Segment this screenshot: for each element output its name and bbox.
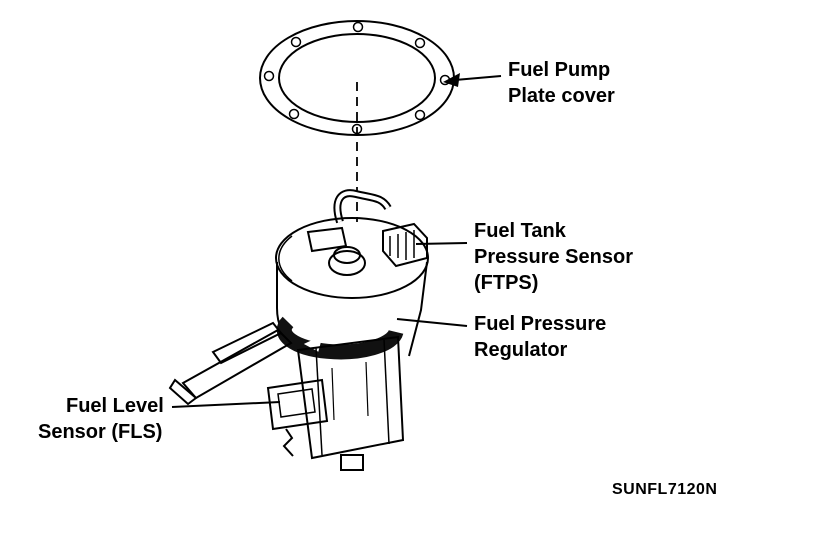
label-line: Regulator — [474, 339, 568, 361]
diagram-reference-code: SUNFL7120N — [612, 481, 718, 498]
leader-plate-cover — [454, 75, 502, 81]
pump-module-body — [276, 261, 428, 471]
label-line: Fuel Level — [66, 395, 164, 417]
leader-regulator — [396, 318, 468, 327]
pump-module-top — [275, 189, 429, 299]
label-fuel-tank-pressure-sensor: Fuel Tank Pressure Sensor (FTPS) — [474, 218, 633, 296]
label-fuel-pressure-regulator: Fuel Pressure Regulator — [474, 311, 606, 363]
label-line: Fuel Tank — [474, 220, 566, 242]
leader-fls — [171, 401, 281, 408]
float-arm — [168, 321, 293, 406]
label-fuel-pump-plate-cover: Fuel Pump Plate cover — [508, 57, 615, 109]
leader-lines — [171, 73, 502, 408]
label-line: (FTPS) — [474, 272, 539, 294]
leader-ftps — [415, 242, 468, 245]
label-line: Sensor (FLS) — [38, 421, 163, 443]
label-line: Plate cover — [508, 85, 615, 107]
arrowhead-plate-cover — [443, 73, 460, 87]
fuel-level-sensor — [266, 378, 329, 457]
label-fuel-level-sensor: Fuel Level Sensor (FLS) — [38, 393, 164, 445]
label-line: Fuel Pressure — [474, 313, 607, 335]
label-line: Pressure Sensor — [474, 246, 633, 268]
label-line: Fuel Pump — [508, 59, 611, 81]
